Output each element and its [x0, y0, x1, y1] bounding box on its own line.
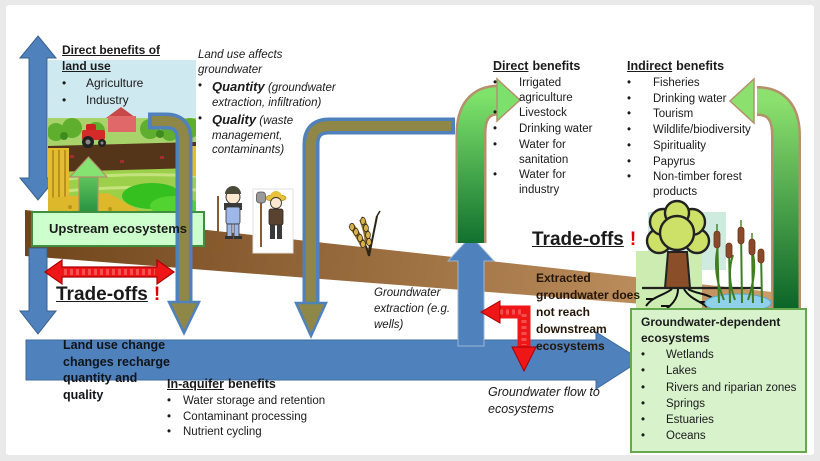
list-item: • Wildlife/biodiversity	[627, 124, 751, 137]
groundwater-extraction-note: Groundwater extraction (e.g. wells)	[374, 287, 451, 332]
list-item: • Water for sanitation	[493, 138, 569, 166]
upstream-exchange-arrow	[18, 35, 58, 201]
list-item: • Wetlands	[641, 349, 714, 362]
list-item: • Water for industry	[493, 169, 566, 197]
direct-benefits-arrow	[455, 77, 522, 243]
list-item: • Agriculture	[62, 76, 144, 91]
tradeoffs-left-label: Trade-offs!	[56, 284, 161, 305]
list-item: • Fisheries	[627, 77, 700, 89]
list-item: • Quality (waste management, contaminant…	[198, 111, 294, 157]
tradeoffs-right-label: Trade-offs!	[532, 229, 637, 250]
upstream-ecosystems-box	[31, 211, 205, 247]
groundwater-flow-arrow	[25, 331, 642, 390]
recharge-bar-text: Land use change changes recharge quantit…	[63, 338, 170, 402]
wheat-icon	[348, 210, 381, 257]
tradeoff-right-arrow	[480, 300, 537, 373]
recharge-up-arrow	[68, 156, 109, 218]
farmer-shovel-icon	[252, 188, 294, 254]
list-item: • Rivers and riparian zones	[641, 381, 797, 394]
wetland-illustration	[636, 199, 772, 315]
extraction-impact-pipe	[294, 117, 455, 340]
list-item: • Irrigated agriculture	[493, 77, 573, 104]
groundwater-flow-note: Groundwater flow to ecosystems	[488, 385, 600, 416]
cattails-icon	[713, 220, 765, 304]
list-item: • Non-timber forest products	[627, 171, 742, 199]
extraction-up-arrow	[446, 235, 496, 347]
list-item: • Drinking water	[627, 92, 727, 105]
indirect-benefits-arrow	[728, 77, 801, 309]
upstream-ecosystems-label: Upstream ecosystems	[48, 220, 188, 236]
extracted-groundwater-note: Extracted groundwater does not reach dow…	[536, 271, 641, 354]
aquifer-band	[25, 210, 772, 314]
gde-box: Groundwater-dependent ecosystems • Wetla…	[630, 308, 807, 453]
list-item: • Papyrus	[627, 155, 696, 168]
list-item: • Quantity (groundwater extraction, infi…	[198, 79, 336, 110]
gde-heading: Groundwater-dependent ecosystems	[641, 315, 781, 345]
list-item: • Contaminant processing	[167, 410, 308, 423]
list-item: • Industry	[62, 92, 129, 107]
list-item: • Spirituality	[627, 139, 707, 152]
land-use-benefits-heading: Direct benefits of land use	[62, 43, 161, 73]
tractor-icon	[82, 124, 106, 148]
list-item: • Livestock	[493, 107, 567, 120]
farmer-pitchfork-icon	[212, 186, 242, 253]
tradeoff-left-arrow	[43, 258, 176, 286]
list-item: • Water storage and retention	[167, 395, 326, 407]
landuse-impact-pipe	[148, 112, 201, 336]
list-item: • Nutrient cycling	[167, 426, 262, 439]
list-item: • Estuaries	[641, 414, 714, 427]
list-item: • Oceans	[641, 430, 706, 443]
land-use-affects-intro: Land use affects groundwater	[198, 49, 283, 76]
list-item: • Lakes	[641, 365, 697, 378]
recharge-down-arrow	[18, 247, 58, 335]
land-use-affects-block: Land use affects groundwater • Quantity …	[198, 48, 336, 159]
list-item: • Tourism	[627, 108, 694, 121]
land-use-benefits-block: Direct benefits of land use • Agricultur…	[62, 43, 174, 109]
list-item: • Springs	[641, 397, 705, 410]
list-item: • Drinking water	[493, 123, 593, 136]
